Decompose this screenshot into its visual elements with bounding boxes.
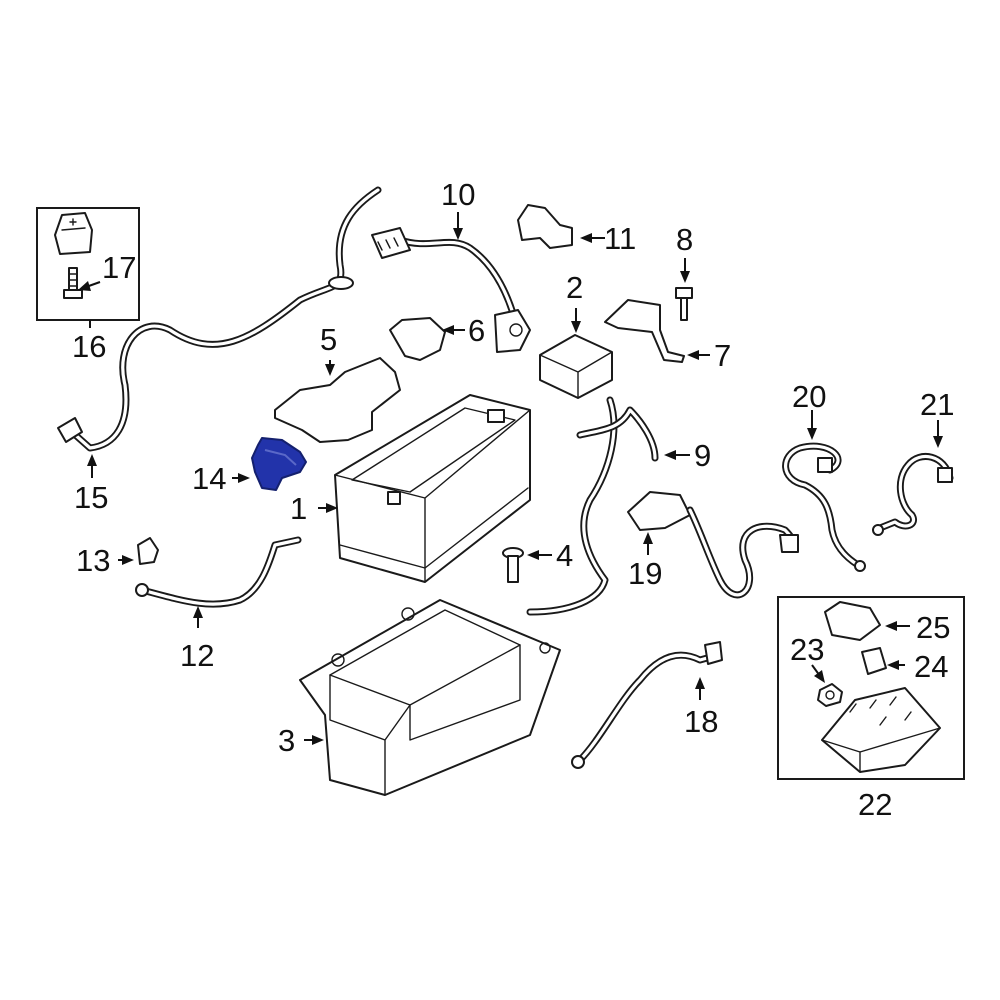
callout-3: 3 [278, 723, 295, 758]
kit-box-22 [777, 596, 965, 780]
part-13-terminal [137, 537, 159, 565]
callout-24: 24 [914, 649, 948, 684]
callout-17: 17 [102, 250, 136, 285]
callout-21: 21 [920, 387, 954, 422]
callout-25: 25 [916, 610, 950, 645]
callout-11: 11 [604, 221, 636, 256]
callout-10: 10 [441, 177, 475, 212]
bracket-14-highlighted [251, 437, 307, 491]
callout-arrows [78, 212, 943, 745]
callout-4: 4 [556, 538, 573, 573]
callout-2: 2 [566, 270, 583, 305]
callout-1: 1 [290, 491, 307, 526]
callout-12: 12 [180, 638, 214, 673]
callout-23: 23 [790, 632, 824, 667]
part-11-cover [517, 204, 573, 249]
callout-18: 18 [684, 704, 718, 739]
battery-tray-3 [299, 599, 561, 796]
sensor-19 [627, 491, 799, 599]
callout-20: 20 [792, 379, 826, 414]
callout-15: 15 [74, 480, 108, 515]
callout-8: 8 [676, 222, 693, 257]
bolt-4 [502, 547, 524, 583]
callout-5: 5 [320, 322, 337, 357]
callout-7: 7 [714, 338, 731, 373]
callout-22: 22 [858, 787, 892, 822]
callout-9: 9 [694, 438, 711, 473]
kit-box-16 [36, 207, 140, 321]
part-6-shield [389, 317, 446, 361]
callout-13: 13 [76, 543, 110, 578]
callout-19: 19 [628, 556, 662, 591]
module-2 [539, 334, 613, 399]
cable-21 [872, 453, 954, 536]
callout-16: 16 [72, 329, 106, 364]
cover-5 [274, 357, 401, 443]
wiring-harness-10 [371, 227, 531, 353]
callout-labels: 1 2 3 4 5 6 7 8 9 10 11 12 13 14 15 16 1… [72, 177, 954, 822]
battery-1 [334, 394, 531, 583]
bracket-7 [604, 299, 685, 363]
cable-12 [135, 536, 302, 608]
callout-14: 14 [192, 461, 226, 496]
cable-18 [571, 641, 723, 769]
bolt-8 [675, 287, 693, 321]
callout-6: 6 [468, 313, 485, 348]
battery-cable-15 [57, 186, 382, 452]
cable-9 [526, 396, 659, 616]
cable-20 [782, 442, 866, 572]
